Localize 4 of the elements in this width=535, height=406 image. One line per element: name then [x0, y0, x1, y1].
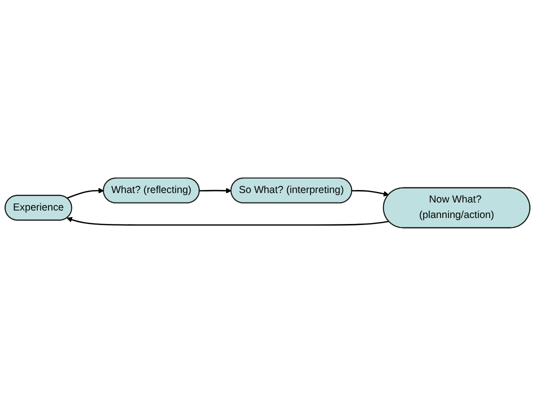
arrow	[200, 188, 232, 194]
arrow	[66, 188, 104, 199]
arrow	[66, 217, 389, 226]
arrow	[352, 190, 389, 197]
